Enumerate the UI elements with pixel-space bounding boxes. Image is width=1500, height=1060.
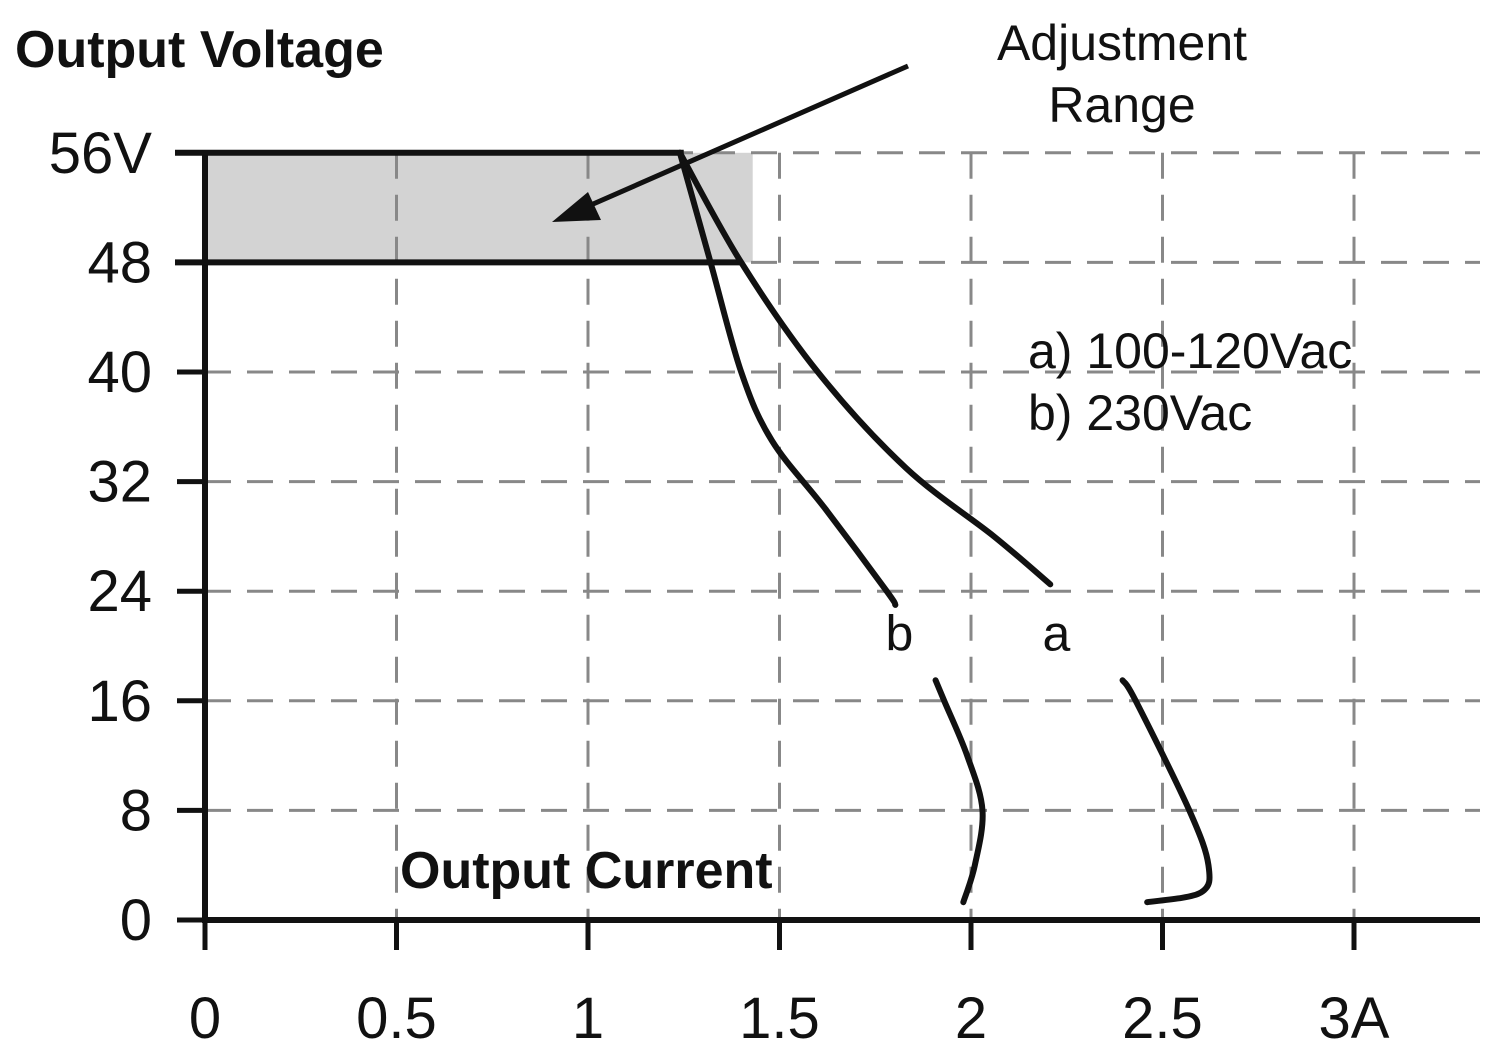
x-tick-label: 1.5: [739, 986, 820, 1051]
x-tick-label: 1: [572, 986, 604, 1051]
legend-entry-a: a) 100-120Vac: [1028, 323, 1352, 379]
series-a-label: a: [1043, 605, 1071, 661]
y-tick-label: 56V: [49, 121, 153, 186]
y-tick-label: 48: [87, 230, 152, 295]
x-tick-label: 0: [189, 986, 221, 1051]
series-b-line-lower: [932, 677, 986, 906]
legend-entry-b: b) 230Vac: [1028, 385, 1252, 441]
y-tick-label: 0: [120, 888, 152, 953]
axes: [175, 149, 1480, 923]
adjustment-range-arrow: [582, 63, 910, 211]
adjustment-range-area: [205, 152, 753, 263]
y-tick-label: 32: [87, 450, 152, 515]
x-tick-label: 2.5: [1122, 986, 1203, 1051]
x-tick-label: 2: [955, 986, 987, 1051]
y-tick-label: 8: [120, 778, 152, 843]
x-axis-title: Output Current: [400, 842, 773, 900]
adjustment-range-arrowhead: [552, 192, 601, 222]
y-tick-label: 16: [87, 669, 152, 734]
adjustment-range-label-line2: Range: [1048, 77, 1195, 133]
series-a-line-lower: [1119, 677, 1213, 906]
adjustment-range-label-line1: Adjustment: [997, 15, 1247, 71]
series-b-line-upper: [676, 149, 899, 608]
x-tick-label: 3A: [1319, 986, 1390, 1051]
series-b-label: b: [885, 605, 913, 661]
y-tick-label: 40: [87, 340, 152, 405]
series-a-line-upper: [676, 149, 1054, 588]
grid: [205, 151, 1480, 920]
y-tick-label: 24: [87, 559, 152, 624]
tick-labels: 0 8 16 24 32 40 48 56V 0 0.5 1 1.5 2 2.5 3A: [49, 121, 1390, 1051]
x-tick-label: 0.5: [356, 986, 437, 1051]
y-axis-title: Output Voltage: [15, 21, 384, 79]
series: ab: [676, 149, 1213, 906]
